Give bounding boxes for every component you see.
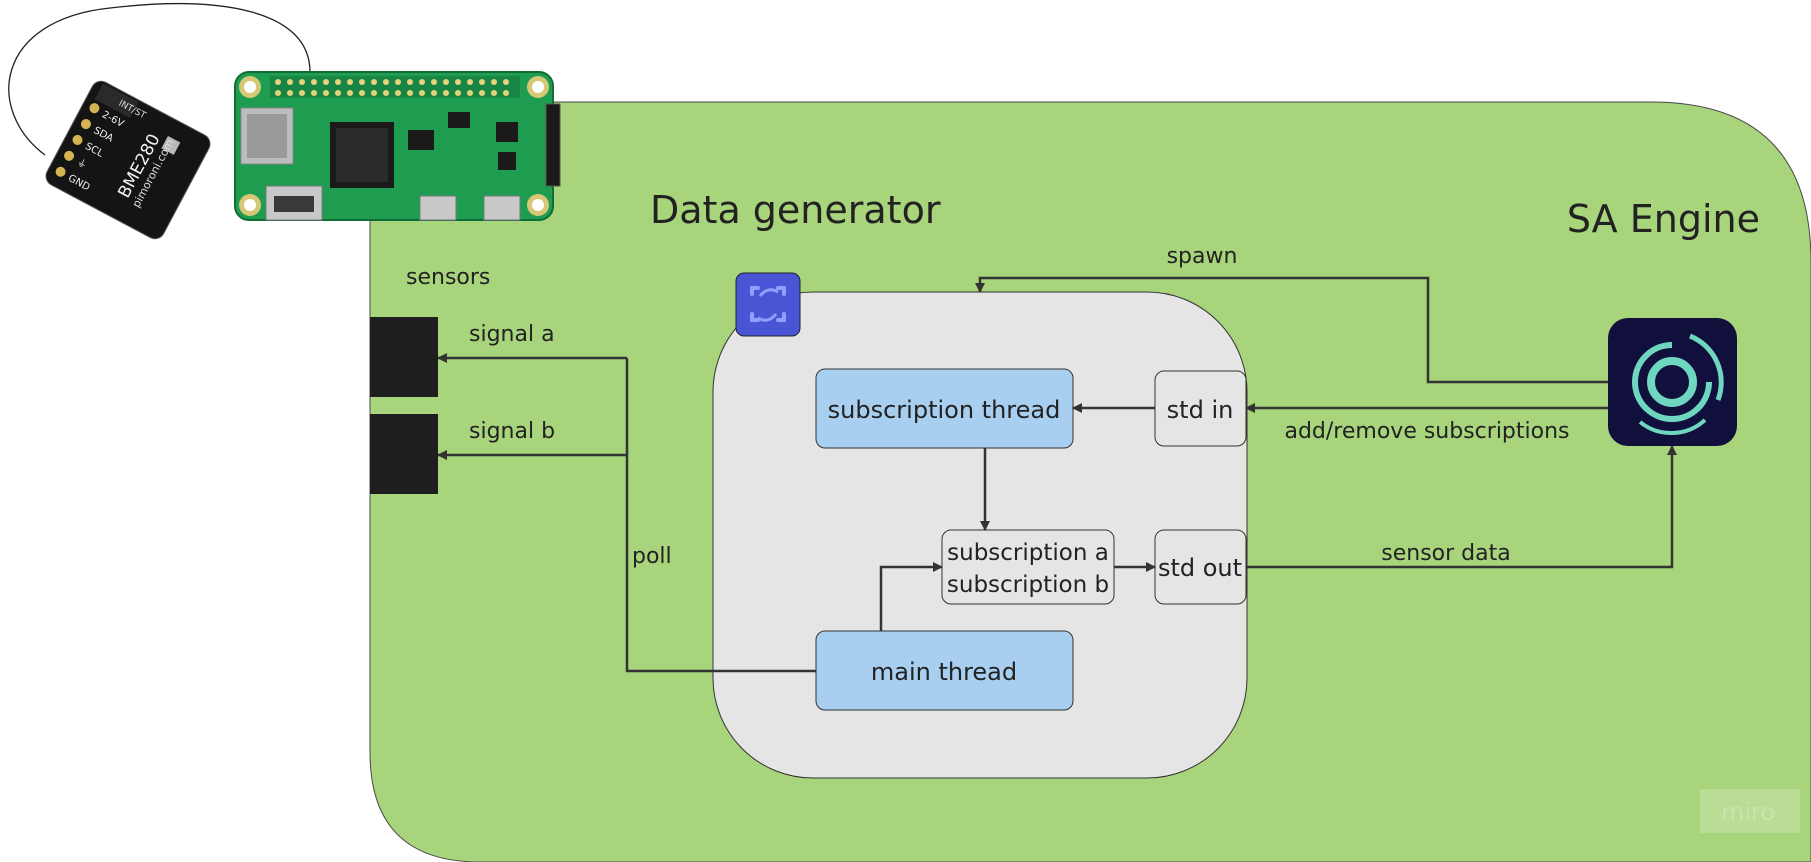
signal-a-label: signal a (469, 322, 555, 347)
sensor-block-a (370, 317, 438, 397)
watermark-box (1700, 789, 1800, 833)
sa-engine-title: SA Engine (1567, 197, 1760, 241)
add-remove-label: add/remove subscriptions (1284, 419, 1569, 444)
signal-b-label: signal b (469, 419, 555, 444)
sensor-block-b (370, 414, 438, 494)
std-in-label: std in (1167, 396, 1234, 424)
sensors-label: sensors (406, 265, 490, 290)
subscription-a-label: subscription a (947, 540, 1109, 566)
main-to-subscriptions-arrow (879, 562, 943, 631)
data-generator-title: Data generator (650, 188, 941, 232)
poll-label: poll (632, 544, 672, 569)
main-thread-label: main thread (871, 658, 1017, 686)
sa-engine-icon (1608, 318, 1737, 446)
raspberry-pi-board (234, 71, 561, 221)
sensor-data-label: sensor data (1381, 541, 1510, 566)
sensor-pin-4: ⏚ (75, 156, 89, 171)
watermark-text: miro (1721, 798, 1775, 826)
subscription-thread-label: subscription thread (828, 396, 1061, 424)
spawn-arrow (975, 276, 1608, 384)
sensor-data-arrow (1246, 445, 1677, 569)
process-icon (735, 272, 801, 337)
bme280-sensor-board: BME280 pimoroni.com INT/ST 2-6V SDA SCL … (45, 80, 211, 240)
sensor-cable (8, 3, 311, 156)
std-out-label: std out (1158, 554, 1242, 582)
poll-line (625, 358, 816, 673)
spawn-label: spawn (1167, 244, 1238, 269)
subscription-b-label: subscription b (947, 572, 1109, 598)
